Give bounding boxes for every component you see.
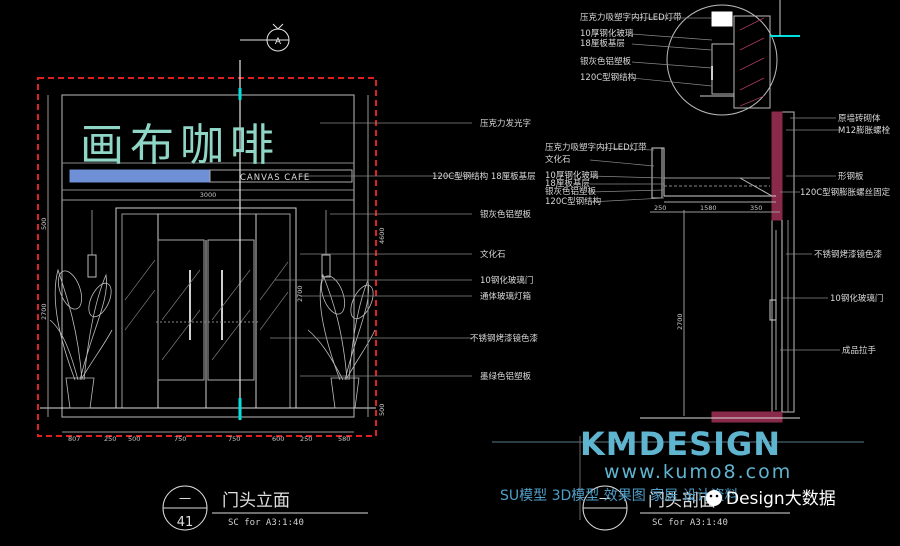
- callout-label: 银灰色铝塑板: [480, 209, 532, 220]
- dim-bottom: 750: [228, 435, 240, 443]
- dim-top: 3000: [200, 191, 217, 199]
- dim-bottom: 250: [104, 435, 116, 443]
- callout-label: 10厚钢化玻璃: [580, 28, 634, 39]
- section-marker-letter: A: [275, 37, 282, 47]
- callout-label: M12膨胀螺栓: [838, 125, 891, 136]
- section-index-top: 一: [599, 492, 611, 506]
- callout-label: 墨绿色铝塑板: [480, 371, 532, 382]
- callout-label: 10钢化玻璃门: [830, 293, 883, 304]
- dim-bottom: 500: [128, 435, 140, 443]
- callout-label: 文化石: [480, 249, 506, 260]
- section-left-callouts: 压克力吸塑字内打LED灯带 文化石 10厚钢化玻璃 18厘板基层 银灰色铝塑板 …: [545, 142, 647, 207]
- dim-left: 2700: [40, 303, 48, 320]
- elevation-index-bottom: 41: [177, 515, 194, 530]
- dim-label: 1580: [700, 204, 717, 212]
- section-detail-callouts: 压克力吸塑字内打LED灯带 10厚钢化玻璃 18厘板基层 银灰色铝塑板 120C…: [580, 12, 682, 83]
- dim-left: 500: [40, 218, 48, 230]
- dim-right: 2700: [296, 285, 304, 302]
- plant-right-icon: [307, 273, 376, 409]
- elevation-callouts: 压克力发光字 120C型钢结构 18厘板基层 银灰色铝塑板 文化石 10钢化玻璃…: [432, 118, 539, 382]
- callout-label: 120C型钢膨胀螺丝固定: [800, 187, 891, 198]
- callout-label: 18厘板基层: [580, 38, 625, 49]
- callout-label: 形钢板: [838, 171, 864, 182]
- elevation-view: [37, 23, 472, 531]
- elevation-right-dims: 4600 2700 500: [296, 227, 386, 416]
- callout-label: 不锈钢烤漆镜色漆: [470, 333, 539, 344]
- dim-bottom: 600: [272, 435, 284, 443]
- callout-label: 120C型钢结构: [545, 196, 601, 207]
- red-dashed-frame: [37, 77, 377, 437]
- section-right-callouts: 原墙砖砌体 M12膨胀螺栓 形钢板 120C型钢膨胀螺丝固定 不锈钢烤漆镜色漆 …: [800, 113, 891, 356]
- wechat-icon: [706, 490, 722, 506]
- elevation-index-top: 一: [179, 492, 191, 506]
- dim-bottom: 750: [174, 435, 186, 443]
- callout-label: 120C型钢结构 18厘板基层: [432, 171, 536, 182]
- dim-bottom: 250: [300, 435, 312, 443]
- callout-label: 通体玻璃灯箱: [480, 291, 532, 302]
- sign-bar: [69, 169, 211, 183]
- callout-label: 银灰色铝塑板: [545, 186, 597, 197]
- callout-label: 压克力发光字: [480, 118, 531, 129]
- dim-bottom: 807: [68, 435, 80, 443]
- callout-label: 10钢化玻璃门: [480, 275, 533, 286]
- brick-wall: [771, 111, 795, 413]
- detail-circle: [666, 4, 778, 116]
- dim-right: 500: [378, 404, 386, 416]
- sign-chinese-text: 画布咖啡: [80, 120, 280, 171]
- sign-english-text: CANVAS CAFE: [240, 173, 310, 183]
- callout-label: 原墙砖砌体: [838, 113, 881, 124]
- watermark-brand: KMDESIGN: [580, 425, 781, 463]
- callout-label: 10厚钢化玻璃: [545, 170, 599, 181]
- section-dims: 250 1580 350 2700: [654, 204, 762, 330]
- callout-label: 成品拉手: [842, 345, 877, 356]
- elevation-bottom-dims: 807 250 500 750 750 600 250 580: [68, 435, 350, 443]
- dim-label: 250: [654, 204, 666, 212]
- elevation-left-dims: 500 2700: [40, 218, 48, 320]
- callout-label: 文化石: [545, 154, 571, 165]
- callout-label: 120C型钢结构: [580, 72, 636, 83]
- watermark: KMDESIGN www.kumo8.com SU模型 3D模型 效果图 家居 …: [500, 425, 836, 509]
- elevation-scale: SC for A3:1:40: [228, 518, 304, 528]
- callout-label: 18厘板基层: [545, 178, 590, 189]
- plant-left-icon: [49, 268, 113, 409]
- dim-bottom: 580: [338, 435, 350, 443]
- section-view: [492, 0, 864, 531]
- callout-label: 不锈钢烤漆镜色漆: [814, 249, 883, 260]
- watermark-wechat: Design大数据: [726, 489, 836, 509]
- watermark-url: www.kumo8.com: [604, 461, 792, 483]
- section-scale: SC for A3:1:40: [652, 518, 728, 528]
- watermark-tagline: SU模型 3D模型 效果图 家居 设计资料: [500, 487, 739, 504]
- callout-label: 压克力吸塑字内打LED灯带: [545, 142, 647, 153]
- dim-label: 2700: [676, 313, 684, 330]
- elevation-title: 门头立面: [222, 491, 290, 511]
- dim-label: 350: [750, 204, 762, 212]
- callout-label: 银灰色铝塑板: [580, 56, 632, 67]
- section-title: 门头剖面: [648, 491, 716, 511]
- dim-right: 4600: [378, 227, 386, 244]
- callout-label: 压克力吸塑字内打LED灯带: [580, 12, 682, 23]
